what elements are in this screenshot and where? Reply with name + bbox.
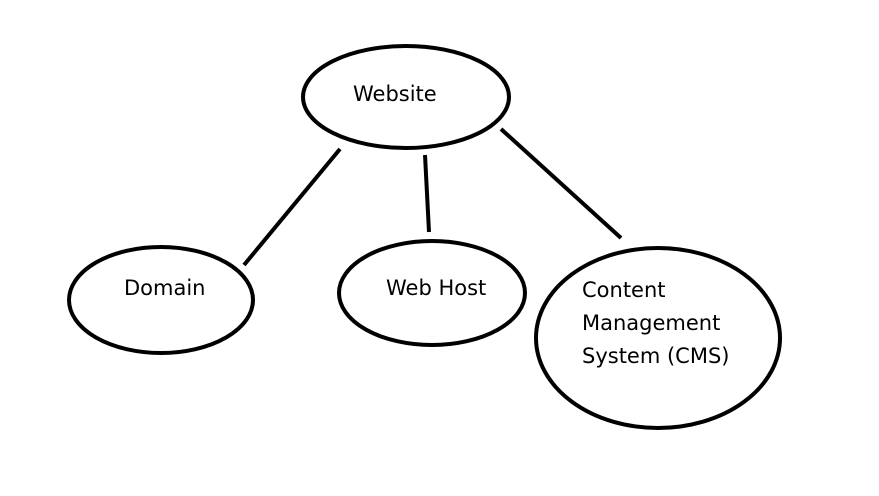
node-website-ellipse — [301, 44, 511, 150]
node-website: Website — [301, 44, 511, 150]
node-web-host-ellipse — [337, 239, 527, 347]
edge-website-cms — [499, 127, 623, 240]
node-web-host: Web Host — [337, 239, 527, 347]
node-domain: Domain — [67, 245, 255, 355]
node-website-label: Website — [353, 82, 437, 106]
node-cms-label: Content Management System (CMS) — [582, 278, 729, 368]
node-web-host-label: Web Host — [386, 276, 486, 300]
node-domain-ellipse — [67, 245, 255, 355]
node-cms-ellipse — [534, 246, 782, 430]
node-cms: Content Management System (CMS) — [534, 246, 782, 430]
edge-website-domain — [242, 147, 342, 267]
node-cms-label-line-3: System (CMS) — [582, 344, 729, 368]
node-domain-label: Domain — [124, 276, 206, 300]
edge-website-webhost — [423, 154, 431, 233]
node-cms-label-line-2: Management — [582, 311, 720, 335]
node-cms-label-line-1: Content — [582, 278, 666, 302]
